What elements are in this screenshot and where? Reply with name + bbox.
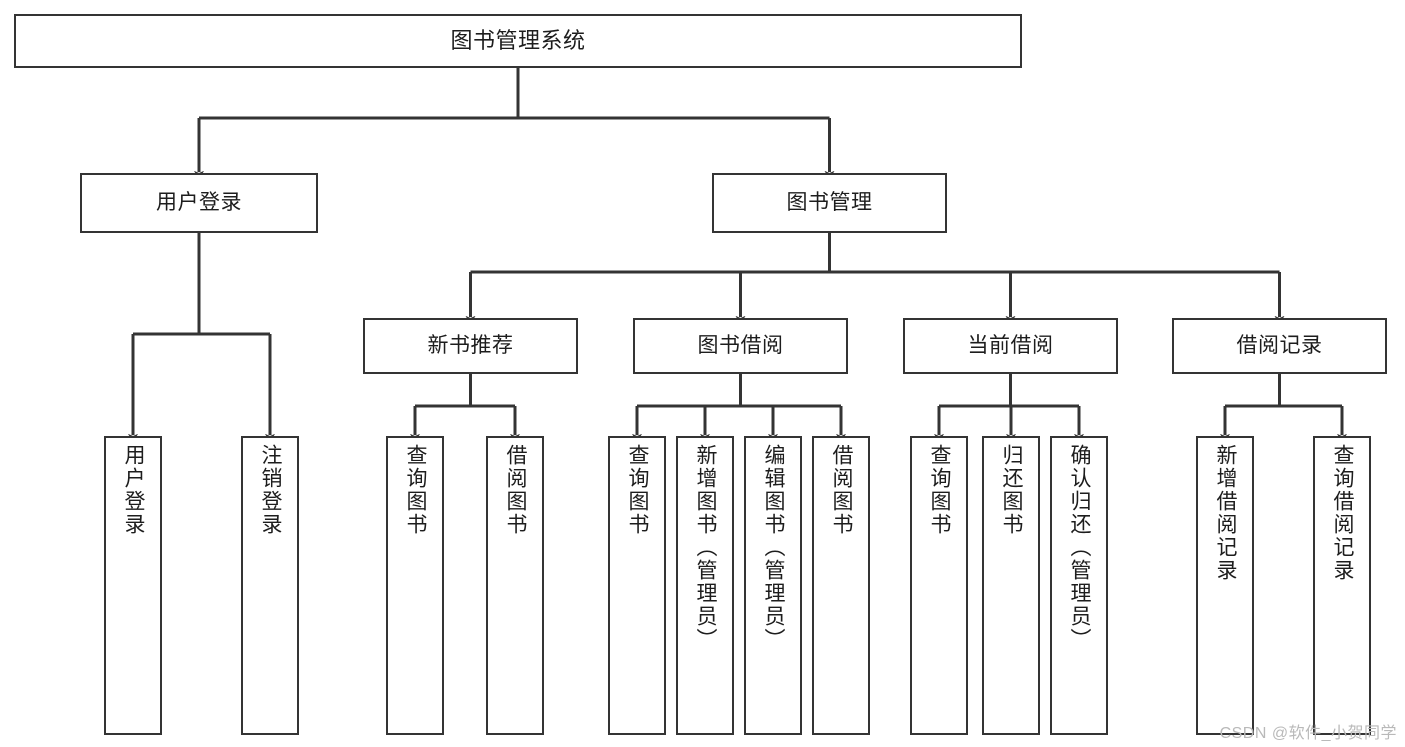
node-leaf_6: 编辑图书（管理员） <box>744 436 802 735</box>
node-label: 用户登录 <box>122 444 146 536</box>
node-label: 用户登录 <box>156 190 242 214</box>
node-label: 查询借阅记录 <box>1331 444 1355 582</box>
node-label: 查询图书 <box>626 444 650 536</box>
node-label: 新增图书（管理员） <box>694 444 718 651</box>
node-label: 当前借阅 <box>967 333 1054 357</box>
node-leaf_5: 新增图书（管理员） <box>676 436 734 735</box>
node-label: 编辑图书（管理员） <box>762 444 786 651</box>
node-l2_1: 图书借阅 <box>633 318 848 374</box>
node-leaf_10: 确认归还（管理员） <box>1050 436 1108 735</box>
node-label: 归还图书 <box>1000 444 1024 536</box>
node-label: 查询图书 <box>928 444 952 536</box>
node-label: 图书管理 <box>786 190 873 214</box>
node-leaf_9: 归还图书 <box>982 436 1040 735</box>
node-leaf_7: 借阅图书 <box>812 436 870 735</box>
node-l1_0: 用户登录 <box>80 173 318 233</box>
node-label: 借阅图书 <box>504 444 528 536</box>
node-leaf_1: 注销登录 <box>241 436 299 735</box>
node-label: 借阅记录 <box>1236 333 1323 357</box>
node-leaf_4: 查询图书 <box>608 436 666 735</box>
node-label: 图书管理系统 <box>450 28 586 54</box>
node-leaf_2: 查询图书 <box>386 436 444 735</box>
node-leaf_0: 用户登录 <box>104 436 162 735</box>
node-leaf_12: 查询借阅记录 <box>1313 436 1371 735</box>
node-l1_1: 图书管理 <box>712 173 947 233</box>
node-leaf_11: 新增借阅记录 <box>1196 436 1254 735</box>
node-l2_3: 借阅记录 <box>1172 318 1387 374</box>
node-label: 确认归还（管理员） <box>1068 444 1092 651</box>
node-leaf_8: 查询图书 <box>910 436 968 735</box>
node-label: 借阅图书 <box>830 444 854 536</box>
node-leaf_3: 借阅图书 <box>486 436 544 735</box>
node-label: 新增借阅记录 <box>1214 444 1238 582</box>
node-label: 查询图书 <box>404 444 428 536</box>
node-label: 注销登录 <box>259 444 283 536</box>
node-l2_2: 当前借阅 <box>903 318 1118 374</box>
node-label: 图书借阅 <box>697 333 784 357</box>
node-root: 图书管理系统 <box>14 14 1022 68</box>
node-label: 新书推荐 <box>427 333 514 357</box>
watermark: CSDN @软件_小贺同学 <box>1219 725 1397 742</box>
node-l2_0: 新书推荐 <box>363 318 578 374</box>
